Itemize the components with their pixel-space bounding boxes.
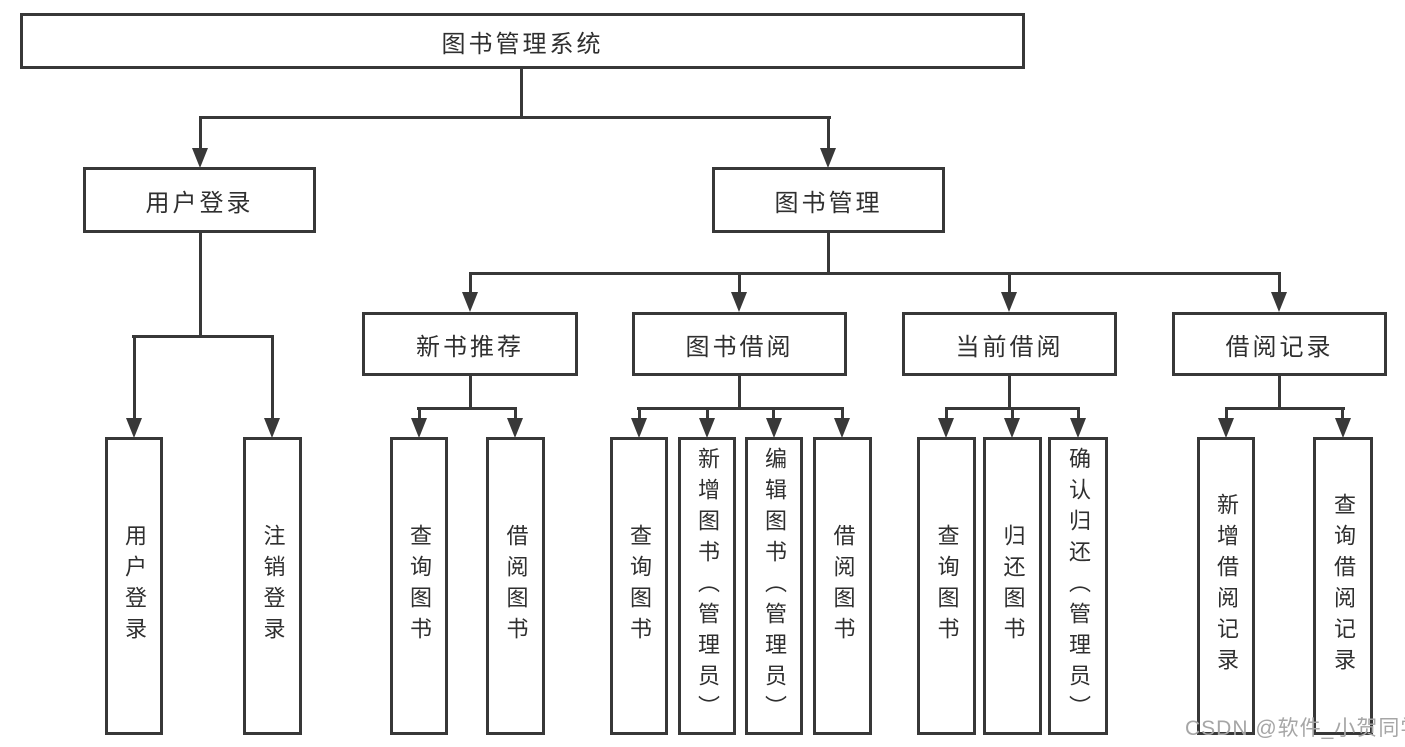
arrowhead-icon (411, 418, 427, 438)
node-leaf-borrow-books-borrowing: 借阅图书 (813, 437, 872, 735)
leaf-label: 查询图书 (627, 524, 652, 648)
connector-line (1225, 407, 1228, 420)
connector-line (637, 407, 844, 410)
connector-line (841, 407, 844, 420)
connector-line (271, 335, 274, 419)
connector-line (1278, 272, 1281, 294)
connector-line (738, 272, 741, 294)
connector-line (418, 407, 421, 420)
leaf-label: 查询图书 (934, 524, 960, 648)
leaf-label: 查询借阅记录 (1331, 493, 1356, 679)
connector-line (1341, 407, 1344, 420)
connector-line (1008, 272, 1011, 294)
arrowhead-icon (938, 418, 954, 438)
arrowhead-icon (820, 148, 836, 168)
arrowhead-icon (264, 418, 280, 438)
arrowhead-icon (126, 418, 142, 438)
node-library-management-system-label: 图书管理系统 (441, 30, 604, 58)
connector-line (945, 407, 948, 420)
leaf-label: 查询图书 (407, 524, 432, 648)
leaf-label: 确认归还（管理员） (1066, 446, 1091, 726)
leaf-label: 新增借阅记录 (1214, 493, 1239, 679)
connector-line (827, 233, 830, 274)
arrowhead-icon (1335, 418, 1351, 438)
arrowhead-icon (1001, 292, 1017, 312)
node-book-management: 图书管理 (712, 167, 945, 233)
node-user-login-label: 用户登录 (145, 189, 254, 217)
node-leaf-query-books-recommend: 查询图书 (390, 437, 448, 735)
connector-line (514, 407, 517, 420)
node-book-borrowing: 图书借阅 (632, 312, 847, 376)
leaf-label: 借阅图书 (503, 524, 529, 648)
node-book-borrowing-label: 图书借阅 (685, 333, 794, 361)
connector-line (827, 116, 830, 150)
node-leaf-logout: 注销登录 (243, 437, 302, 735)
leaf-label: 编辑图书（管理员） (762, 446, 787, 726)
watermark: CSDN @软件_小贺同学 (1185, 717, 1405, 740)
connector-line (469, 376, 472, 409)
node-leaf-return-books: 归还图书 (983, 437, 1042, 735)
connector-line (199, 116, 831, 119)
node-new-book-recommend-label: 新书推荐 (416, 333, 524, 361)
node-leaf-edit-books-admin: 编辑图书（管理员） (745, 437, 803, 735)
arrowhead-icon (507, 418, 523, 438)
connector-line (738, 376, 741, 409)
node-user-login: 用户登录 (83, 167, 316, 233)
node-leaf-confirm-return-admin: 确认归还（管理员） (1048, 437, 1108, 735)
arrowhead-icon (631, 418, 647, 438)
connector-line (1077, 407, 1080, 420)
arrowhead-icon (766, 418, 782, 438)
connector-line (706, 407, 709, 420)
node-leaf-query-books-current: 查询图书 (917, 437, 976, 735)
connector-line (133, 335, 136, 419)
node-borrowing-records: 借阅记录 (1172, 312, 1387, 376)
connector-line (1225, 407, 1345, 410)
arrowhead-icon (1070, 418, 1086, 438)
connector-line (638, 407, 641, 420)
arrowhead-icon (1218, 418, 1234, 438)
connector-line (417, 407, 517, 410)
node-leaf-add-borrow-record: 新增借阅记录 (1197, 437, 1255, 735)
node-library-management-system: 图书管理系统 (20, 13, 1025, 69)
arrowhead-icon (462, 292, 478, 312)
connector-line (469, 272, 1281, 275)
leaf-label: 用户登录 (122, 524, 147, 648)
connector-line (772, 407, 775, 420)
node-leaf-user-login: 用户登录 (105, 437, 163, 735)
arrowhead-icon (1004, 418, 1020, 438)
leaf-label: 借阅图书 (830, 524, 856, 648)
leaf-label: 注销登录 (260, 524, 286, 648)
node-new-book-recommend: 新书推荐 (362, 312, 578, 376)
node-current-borrowing: 当前借阅 (902, 312, 1117, 376)
connector-line (1008, 376, 1011, 409)
node-book-management-label: 图书管理 (774, 189, 883, 217)
leaf-label: 归还图书 (1000, 524, 1026, 648)
connector-line (469, 272, 472, 294)
node-leaf-add-books-admin: 新增图书（管理员） (678, 437, 736, 735)
arrowhead-icon (192, 148, 208, 168)
node-leaf-query-books-borrowing: 查询图书 (610, 437, 668, 735)
arrowhead-icon (699, 418, 715, 438)
node-current-borrowing-label: 当前借阅 (955, 333, 1064, 361)
connector-line (520, 69, 523, 118)
arrowhead-icon (731, 292, 747, 312)
connector-line (1278, 376, 1281, 409)
node-borrowing-records-label: 借阅记录 (1225, 333, 1334, 361)
connector-line (199, 116, 202, 150)
arrowhead-icon (834, 418, 850, 438)
connector-line (199, 233, 202, 337)
node-leaf-query-borrow-record: 查询借阅记录 (1313, 437, 1373, 735)
arrowhead-icon (1271, 292, 1287, 312)
connector-line (132, 335, 274, 338)
node-leaf-borrow-books-recommend: 借阅图书 (486, 437, 545, 735)
connector-line (1011, 407, 1014, 420)
leaf-label: 新增图书（管理员） (695, 446, 720, 726)
